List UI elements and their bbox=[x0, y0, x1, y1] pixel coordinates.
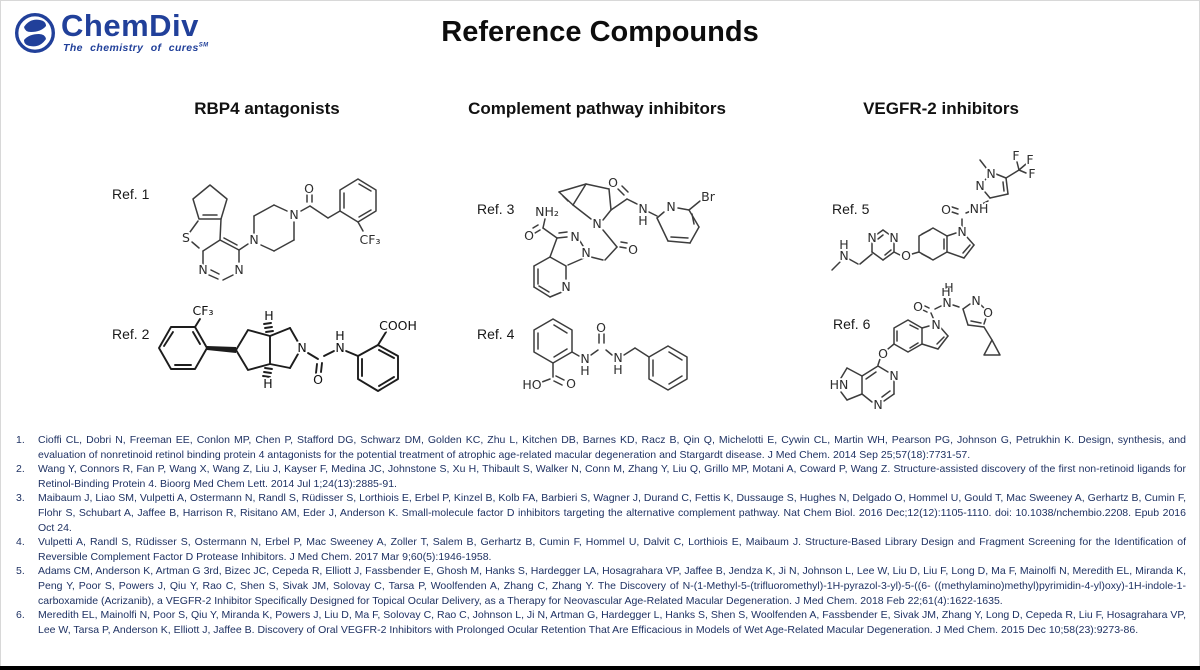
atom-label: N bbox=[580, 351, 589, 366]
atom-label: N bbox=[986, 166, 995, 181]
atom-label: N bbox=[613, 350, 622, 365]
page-title: Reference Compounds bbox=[441, 16, 759, 48]
atom-label: N bbox=[289, 207, 298, 222]
chemdiv-logo-icon bbox=[15, 13, 55, 53]
molecule-ref1-structure: S N N N N O CF₃ bbox=[180, 178, 382, 281]
molecule-ref2-structure: CF₃ H H N O H N COOH bbox=[158, 301, 419, 393]
atom-label: O bbox=[304, 181, 314, 196]
atom-label: N bbox=[942, 295, 951, 310]
atom-label: O bbox=[313, 372, 323, 387]
service-mark: SM bbox=[198, 42, 209, 49]
atom-label: N bbox=[335, 340, 344, 355]
compound-label-ref1: Ref. 1 bbox=[112, 186, 150, 202]
atom-label: N bbox=[957, 224, 966, 239]
brand-tagline: The chemistry of curesSM bbox=[63, 42, 209, 54]
reference-number: 4. bbox=[16, 536, 25, 549]
atom-label: COOH bbox=[379, 318, 417, 333]
reference-number: 2. bbox=[16, 463, 25, 476]
reference-number: 1. bbox=[16, 434, 25, 446]
atom-label: CF₃ bbox=[360, 232, 381, 247]
atom-label: N bbox=[839, 248, 848, 263]
atom-label: F bbox=[1028, 166, 1035, 181]
atom-label: HO bbox=[522, 377, 541, 392]
atom-label: N bbox=[931, 317, 940, 332]
atom-label: H bbox=[613, 362, 622, 377]
reference-list: 1. Cioffi CL, Dobri N, Freeman EE, Conlo… bbox=[16, 433, 1186, 637]
reference-text: Cioffi CL, Dobri N, Freeman EE, Conlon M… bbox=[38, 434, 1186, 461]
atom-label: O bbox=[566, 376, 576, 391]
atom-label: O bbox=[983, 305, 993, 320]
reference-number: 3. bbox=[16, 492, 25, 505]
atom-label: N bbox=[234, 262, 243, 277]
atom-label: H bbox=[941, 288, 950, 299]
atom-label: N bbox=[592, 216, 601, 231]
compound-label-ref2: Ref. 2 bbox=[112, 326, 150, 342]
atom-label: N bbox=[297, 340, 306, 355]
molecule-ref5-structure: H N N N O N O NH N N F F F H bbox=[831, 148, 1035, 297]
atom-label: O bbox=[524, 228, 534, 243]
molecule-ref3-structure: NH₂ O N N N O N O N H N Br bbox=[522, 173, 717, 298]
atom-label: N bbox=[975, 178, 984, 193]
atom-label: F bbox=[1012, 148, 1019, 163]
atom-label: N bbox=[570, 229, 579, 244]
atom-label: O bbox=[901, 248, 911, 263]
reference-text: Maibaum J, Liao SM, Vulpetti A, Osterman… bbox=[38, 492, 1186, 534]
chemdiv-logo: ChemDiv The chemistry of curesSM bbox=[13, 8, 209, 55]
atom-label: H bbox=[580, 363, 589, 378]
atom-label: N bbox=[249, 232, 258, 247]
column-header-complement: Complement pathway inhibitors bbox=[468, 99, 726, 118]
reference-text: Meredith EL, Mainolfi N, Poor S, Qiu Y, … bbox=[38, 609, 1186, 636]
atom-label: N bbox=[873, 397, 882, 412]
reference-item: 2. Wang Y, Connors R, Fan P, Wang X, Wan… bbox=[16, 462, 1186, 491]
compound-label-ref3: Ref. 3 bbox=[477, 201, 515, 217]
atom-label: N bbox=[638, 201, 647, 216]
reference-item: 3. Maibaum J, Liao SM, Vulpetti A, Oster… bbox=[16, 491, 1186, 535]
reference-number: 6. bbox=[16, 609, 25, 622]
atom-label: F bbox=[1026, 152, 1033, 167]
atom-label: O bbox=[628, 242, 638, 257]
reference-item: 1. Cioffi CL, Dobri N, Freeman EE, Conlo… bbox=[16, 433, 1186, 462]
atom-label: H bbox=[638, 213, 647, 228]
reference-text: Wang Y, Connors R, Fan P, Wang X, Wang Z… bbox=[38, 463, 1186, 490]
atom-label: NH₂ bbox=[535, 204, 559, 219]
window-bottom-edge bbox=[0, 666, 1200, 670]
reference-item: 5. Adams CM, Anderson K, Artman G 3rd, B… bbox=[16, 564, 1186, 608]
atom-label: H bbox=[263, 376, 272, 391]
compound-label-ref5: Ref. 5 bbox=[832, 201, 870, 217]
atom-label: H bbox=[839, 237, 848, 252]
atom-label: O bbox=[913, 299, 923, 314]
molecule-ref6-structure: HN N N O N O N H N O bbox=[830, 288, 1001, 414]
reference-text: Vulpetti A, Randl S, Rüdisser S, Osterma… bbox=[38, 536, 1186, 563]
atom-label: HN bbox=[830, 377, 848, 392]
atom-label: O bbox=[596, 320, 606, 335]
reference-item: 4. Vulpetti A, Randl S, Rüdisser S, Oste… bbox=[16, 535, 1186, 564]
column-header-rbp4: RBP4 antagonists bbox=[194, 99, 340, 118]
reference-item: 6. Meredith EL, Mainolfi N, Poor S, Qiu … bbox=[16, 608, 1186, 637]
atom-label: H bbox=[264, 308, 273, 323]
compound-label-ref4: Ref. 4 bbox=[477, 326, 515, 342]
atom-label: O bbox=[878, 346, 888, 361]
atom-label: N bbox=[198, 262, 207, 277]
atom-label: N bbox=[889, 230, 898, 245]
column-header-vegfr2: VEGFR-2 inhibitors bbox=[863, 99, 1019, 118]
molecule-ref4-structure: HO O N H O N H bbox=[521, 318, 688, 394]
atom-label: N bbox=[867, 230, 876, 245]
atom-label: Br bbox=[701, 189, 716, 204]
atom-label: CF₃ bbox=[193, 303, 214, 318]
atom-label: N bbox=[666, 199, 675, 214]
atom-label: H bbox=[335, 328, 344, 343]
atom-label: N bbox=[889, 368, 898, 383]
atom-label: O bbox=[941, 202, 951, 217]
atom-label: N bbox=[581, 245, 590, 260]
atom-label: O bbox=[608, 175, 618, 190]
atom-label: H bbox=[944, 280, 953, 295]
atom-label: N bbox=[971, 293, 980, 308]
atom-label: N bbox=[561, 279, 570, 294]
reference-text: Adams CM, Anderson K, Artman G 3rd, Bize… bbox=[38, 565, 1186, 607]
reference-number: 5. bbox=[16, 565, 25, 578]
brand-name: ChemDiv bbox=[61, 8, 199, 43]
compound-label-ref6: Ref. 6 bbox=[833, 316, 871, 332]
atom-label: NH bbox=[970, 201, 989, 216]
atom-label: S bbox=[182, 230, 190, 245]
